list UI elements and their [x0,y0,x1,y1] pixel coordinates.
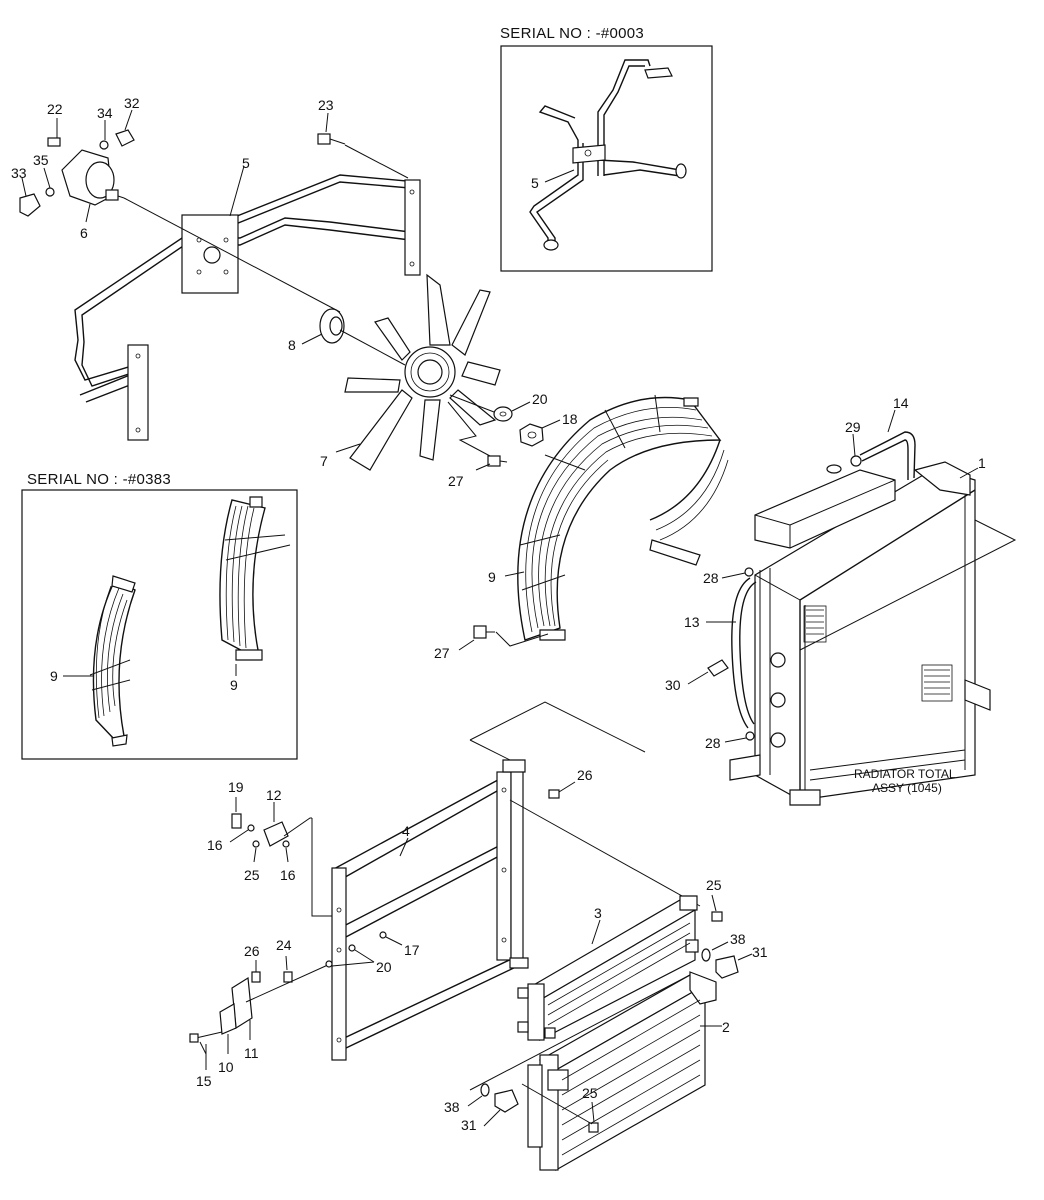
fan-guard-segment-left [89,575,136,747]
callout-27-fan: 27 [448,473,464,489]
callout-1: 1 [978,455,986,471]
callout-25-cooler: 25 [706,877,722,893]
callout-12: 12 [266,787,282,803]
callout-31-top: 31 [752,944,768,960]
callout-19: 19 [228,779,244,795]
callout-14: 14 [893,395,909,411]
callout-38-bottom: 38 [444,1099,460,1115]
radiator-total-assy [707,431,991,806]
callout-26-bracket: 26 [244,943,260,959]
callout-2: 2 [722,1019,730,1035]
callout-35: 35 [33,152,49,168]
fitting-38-31-top [701,948,739,979]
callout-29: 29 [845,419,861,435]
callout-13: 13 [684,614,700,630]
callout-5-inset: 5 [531,175,539,191]
callout-8: 8 [288,337,296,353]
radiator-assy-label-line1: RADIATOR TOTAL [854,767,956,781]
motor-bracket [74,174,421,441]
callout-26-frame: 26 [577,767,593,783]
bolt-27-fan [487,455,508,467]
fan-blades [344,273,501,471]
callout-9-inset-left: 9 [50,668,58,684]
callout-28-top: 28 [703,570,719,586]
callout-28-bottom: 28 [705,735,721,751]
inset-serial-0003: SERIAL NO : -#0003 5 [500,25,713,272]
callout-25-cooler2: 25 [582,1085,598,1101]
callout-38-top: 38 [730,931,746,947]
bolt-25-cooler2 [588,1122,599,1133]
callout-9-inset-right: 9 [230,677,238,693]
callout-22: 22 [47,101,63,117]
fitting-38-31-bottom [480,1083,519,1113]
callout-16-left: 16 [207,837,223,853]
bolt-26-frame [548,789,560,799]
callout-7: 7 [320,453,328,469]
callout-20-top: 20 [532,391,548,407]
callout-20-frame: 20 [376,959,392,975]
callout-6: 6 [80,225,88,241]
bracket-12 [231,813,290,848]
callout-9: 9 [488,569,496,585]
handle-bracket-alt [529,59,687,251]
inset-serial-0003-caption: SERIAL NO : -#0003 [500,25,644,42]
callout-3: 3 [594,905,602,921]
cooler-frame [331,759,529,1061]
bolt-25-cooler [711,911,723,922]
bracket-10-11 [189,971,293,1043]
callout-11: 11 [244,1045,259,1061]
callout-31-bottom: 31 [461,1117,477,1133]
radiator-assy-label-line2: ASSY (1045) [872,781,942,795]
callout-15: 15 [196,1073,212,1089]
callout-5: 5 [242,155,250,171]
fan-guard-main [517,394,729,641]
inset-serial-0383: SERIAL NO : -#0383 9 9 [21,471,298,760]
callout-4: 4 [402,823,410,839]
callout-27-guard: 27 [434,645,450,661]
fittings-top-left [19,129,135,217]
fan-guard-segment-right [219,496,291,661]
callout-30: 30 [665,677,681,693]
washer-20 [493,406,513,422]
callout-23: 23 [318,97,334,113]
bolt-23 [317,133,346,145]
fan-motor [61,149,125,206]
callout-33: 33 [11,165,27,181]
callout-16-right: 16 [280,867,296,883]
bolt-27-guard [473,625,495,639]
nut-18 [519,423,544,447]
callout-17: 17 [404,942,420,958]
fan-hub [319,308,345,344]
callout-18: 18 [562,411,578,427]
callout-10: 10 [218,1059,234,1075]
callout-34: 34 [97,105,113,121]
inset-serial-0383-caption: SERIAL NO : -#0383 [27,471,171,488]
callout-24: 24 [276,937,292,953]
callout-32: 32 [124,95,140,111]
callout-25-bracket: 25 [244,867,260,883]
oil-cooler-3 [517,895,699,1041]
